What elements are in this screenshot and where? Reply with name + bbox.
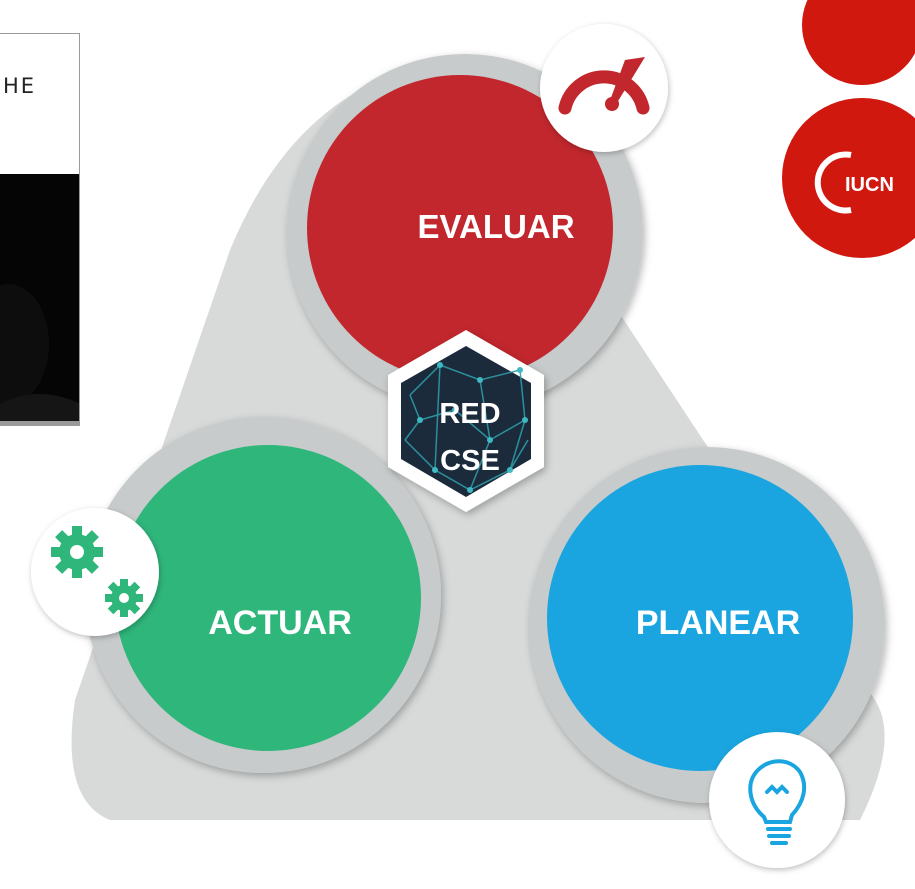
card-dark-image [0, 174, 79, 424]
iucn-logo: IUCN [782, 0, 915, 258]
actuar-label: ACTUAR [208, 604, 352, 642]
center-hexagon: RED CSE [388, 330, 544, 512]
planear-label: PLANEAR [636, 604, 800, 642]
card-partial-text: HE [3, 74, 37, 98]
actuar-node: ACTUAR [115, 445, 421, 751]
embedded-screenshot-card: HE [0, 33, 80, 426]
planear-node: PLANEAR [547, 465, 853, 771]
logo-text: IUCN [845, 174, 894, 196]
center-line2: CSE [440, 445, 500, 477]
gears-badge [31, 508, 159, 636]
evaluar-label: EVALUAR [417, 208, 574, 245]
speedometer-icon [558, 57, 650, 115]
lightbulb-icon [748, 759, 807, 845]
speedometer-badge [540, 24, 668, 152]
lightbulb-badge [709, 732, 845, 868]
center-line1: RED [439, 398, 500, 430]
evaluar-node: EVALUAR [307, 75, 613, 381]
